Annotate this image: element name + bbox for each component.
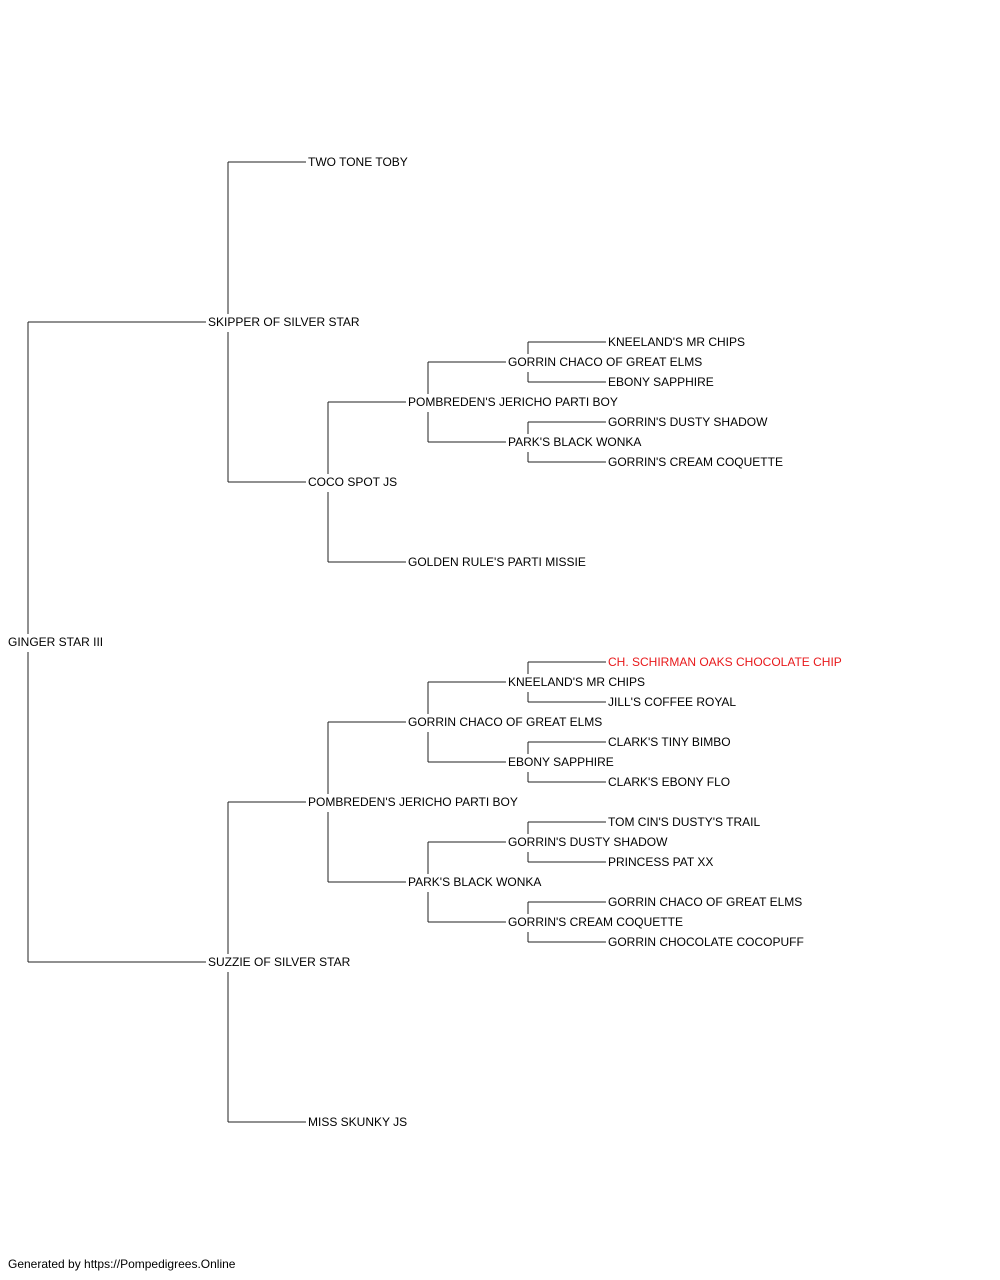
- pedigree-name-pombreden-s-jericho-parti-boy: POMBREDEN'S JERICHO PARTI BOY: [408, 395, 618, 409]
- pedigree-name-kneeland-s-mr-chips: KNEELAND'S MR CHIPS: [508, 675, 645, 689]
- pedigree-name-gorrin-chaco-of-great-elms: GORRIN CHACO OF GREAT ELMS: [608, 895, 802, 909]
- pedigree-name-suzzie-of-silver-star: SUZZIE OF SILVER STAR: [208, 955, 351, 969]
- pedigree-name-ebony-sapphire: EBONY SAPPHIRE: [608, 375, 714, 389]
- pedigree-name-gorrin-chocolate-cocopuff: GORRIN CHOCOLATE COCOPUFF: [608, 935, 804, 949]
- pedigree-name-gorrin-s-dusty-shadow: GORRIN'S DUSTY SHADOW: [608, 415, 768, 429]
- pedigree-name-skipper-of-silver-star: SKIPPER OF SILVER STAR: [208, 315, 360, 329]
- pedigree-name-pombreden-s-jericho-parti-boy: POMBREDEN'S JERICHO PARTI BOY: [308, 795, 518, 809]
- pedigree-name-ginger-star-iii: GINGER STAR III: [8, 635, 103, 649]
- pedigree-name-gorrin-s-dusty-shadow: GORRIN'S DUSTY SHADOW: [508, 835, 668, 849]
- pedigree-name-clark-s-ebony-flo: CLARK'S EBONY FLO: [608, 775, 730, 789]
- pedigree-name-ebony-sapphire: EBONY SAPPHIRE: [508, 755, 614, 769]
- pedigree-name-park-s-black-wonka: PARK'S BLACK WONKA: [508, 435, 641, 449]
- pedigree-name-coco-spot-js: COCO SPOT JS: [308, 475, 397, 489]
- pedigree-name-golden-rule-s-parti-missie: GOLDEN RULE'S PARTI MISSIE: [408, 555, 586, 569]
- pedigree-name-two-tone-toby: TWO TONE TOBY: [308, 155, 408, 169]
- pedigree-name-tom-cin-s-dusty-s-trail: TOM CIN'S DUSTY'S TRAIL: [608, 815, 760, 829]
- footer-credit: Generated by https://Pompedigrees.Online: [8, 1257, 236, 1271]
- pedigree-name-kneeland-s-mr-chips: KNEELAND'S MR CHIPS: [608, 335, 745, 349]
- pedigree-name-gorrin-s-cream-coquette: GORRIN'S CREAM COQUETTE: [508, 915, 683, 929]
- pedigree-name-gorrin-chaco-of-great-elms: GORRIN CHACO OF GREAT ELMS: [408, 715, 602, 729]
- pedigree-name-park-s-black-wonka: PARK'S BLACK WONKA: [408, 875, 541, 889]
- pedigree-name-jill-s-coffee-royal: JILL'S COFFEE ROYAL: [608, 695, 736, 709]
- pedigree-name-gorrin-s-cream-coquette: GORRIN'S CREAM COQUETTE: [608, 455, 783, 469]
- pedigree-name-miss-skunky-js: MISS SKUNKY JS: [308, 1115, 407, 1129]
- pedigree-name-gorrin-chaco-of-great-elms: GORRIN CHACO OF GREAT ELMS: [508, 355, 702, 369]
- pedigree-name-princess-pat-xx: PRINCESS PAT XX: [608, 855, 713, 869]
- pedigree-name-clark-s-tiny-bimbo: CLARK'S TINY BIMBO: [608, 735, 731, 749]
- pedigree-name-ch-schirman-oaks-chocolate-chip: CH. SCHIRMAN OAKS CHOCOLATE CHIP: [608, 655, 842, 669]
